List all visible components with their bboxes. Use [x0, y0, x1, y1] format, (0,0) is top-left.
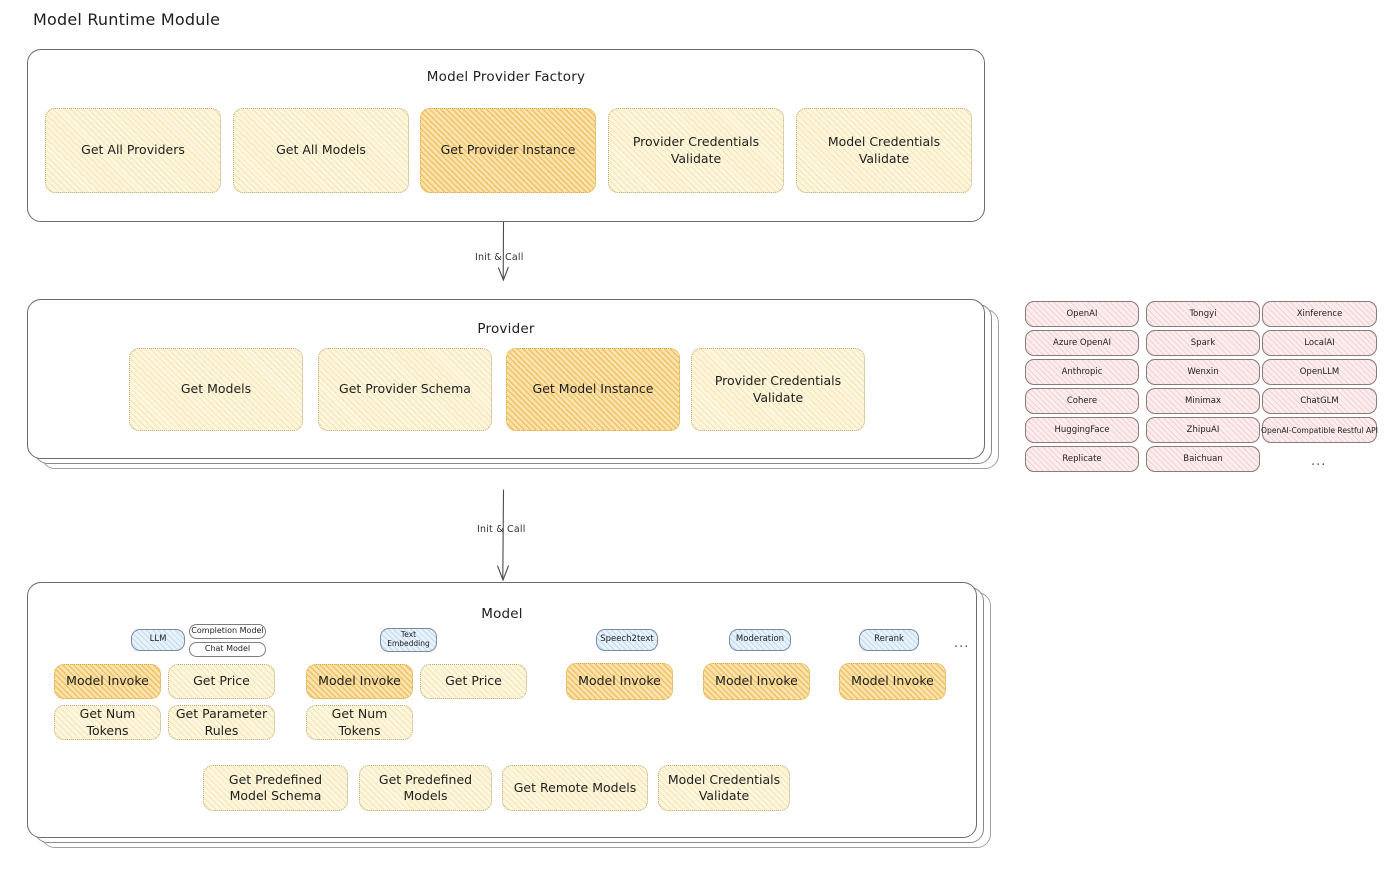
model-shared-get-predefined-model-schema[interactable]: Get Predefined Model Schema [203, 765, 348, 811]
model-provider-factory-title: Model Provider Factory [426, 69, 586, 85]
text-embedding-method-get-num-tokens[interactable]: Get Num Tokens [306, 705, 413, 740]
model-shared-get-predefined-models[interactable]: Get Predefined Models [359, 765, 492, 811]
factory-item-get-all-models[interactable]: Get All Models [233, 108, 409, 193]
factory-item-get-all-providers[interactable]: Get All Providers [45, 108, 221, 193]
arrow-label-factory-to-provider: Init & Call [475, 252, 524, 263]
provider-chip-openai-compatible-restful-api[interactable]: OpenAI-Compatible Restful API [1261, 417, 1378, 443]
model-subtype-badge-chat-model[interactable]: Chat Model [189, 642, 266, 657]
provider-item-get-models[interactable]: Get Models [129, 348, 303, 431]
page-title: Model Runtime Module [33, 10, 221, 29]
model-type-badge-speech2text[interactable]: Speech2text [596, 629, 658, 651]
text-embedding-method-model-invoke[interactable]: Model Invoke [306, 664, 413, 699]
llm-method-get-price[interactable]: Get Price [168, 664, 275, 699]
model-type-badge-rerank[interactable]: Rerank [859, 629, 919, 651]
provider-chip-wenxin[interactable]: Wenxin [1146, 359, 1260, 385]
llm-method-model-invoke[interactable]: Model Invoke [54, 664, 161, 699]
model-provider-factory-container: Model Provider Factory Get All Providers… [27, 49, 985, 222]
provider-chip-zhipuai[interactable]: ZhipuAI [1146, 417, 1260, 443]
model-type-badge-llm[interactable]: LLM [131, 629, 185, 651]
provider-item-get-provider-schema[interactable]: Get Provider Schema [318, 348, 492, 431]
provider-item-provider-credentials-validate[interactable]: Provider Credentials Validate [691, 348, 865, 431]
provider-chip-azure-openai[interactable]: Azure OpenAI [1025, 330, 1139, 356]
provider-chip-huggingface[interactable]: HuggingFace [1025, 417, 1139, 443]
provider-chip-tongyi[interactable]: Tongyi [1146, 301, 1260, 327]
provider-chip-openai[interactable]: OpenAI [1025, 301, 1139, 327]
provider-chip-spark[interactable]: Spark [1146, 330, 1260, 356]
provider-chip-minimax[interactable]: Minimax [1146, 388, 1260, 414]
model-type-badge-text-embedding[interactable]: Text Embedding [380, 628, 437, 652]
provider-chip-xinference[interactable]: Xinference [1262, 301, 1377, 327]
provider-item-get-model-instance[interactable]: Get Model Instance [506, 348, 680, 431]
provider-chip-replicate[interactable]: Replicate [1025, 446, 1139, 472]
model-types-ellipsis: ... [954, 636, 970, 651]
provider-chip-baichuan[interactable]: Baichuan [1146, 446, 1260, 472]
factory-item-model-credentials-validate[interactable]: Model Credentials Validate [796, 108, 972, 193]
provider-title: Provider [477, 321, 535, 337]
moderation-method-model-invoke[interactable]: Model Invoke [703, 663, 810, 700]
model-container: Model LLM Completion Model Chat Model Mo… [27, 582, 977, 838]
model-shared-get-remote-models[interactable]: Get Remote Models [502, 765, 648, 811]
text-embedding-method-get-price[interactable]: Get Price [420, 664, 527, 699]
provider-chip-chatglm[interactable]: ChatGLM [1262, 388, 1377, 414]
llm-method-get-num-tokens[interactable]: Get Num Tokens [54, 705, 161, 740]
llm-method-get-parameter-rules[interactable]: Get Parameter Rules [168, 705, 275, 740]
speech2text-method-model-invoke[interactable]: Model Invoke [566, 663, 673, 700]
rerank-method-model-invoke[interactable]: Model Invoke [839, 663, 946, 700]
provider-chip-anthropic[interactable]: Anthropic [1025, 359, 1139, 385]
provider-container: Provider Get Models Get Provider Schema … [27, 299, 985, 459]
model-title: Model [481, 606, 523, 622]
provider-chip-localai[interactable]: LocalAI [1262, 330, 1377, 356]
factory-item-provider-credentials-validate[interactable]: Provider Credentials Validate [608, 108, 784, 193]
model-type-badge-moderation[interactable]: Moderation [729, 629, 791, 651]
provider-chip-cohere[interactable]: Cohere [1025, 388, 1139, 414]
model-shared-model-credentials-validate[interactable]: Model Credentials Validate [658, 765, 790, 811]
arrow-label-provider-to-model: Init & Call [477, 524, 526, 535]
model-subtype-badge-completion-model[interactable]: Completion Model [189, 624, 266, 639]
provider-chip-openllm[interactable]: OpenLLM [1262, 359, 1377, 385]
factory-item-get-provider-instance[interactable]: Get Provider Instance [420, 108, 596, 193]
provider-list-ellipsis: ... [1311, 454, 1327, 469]
